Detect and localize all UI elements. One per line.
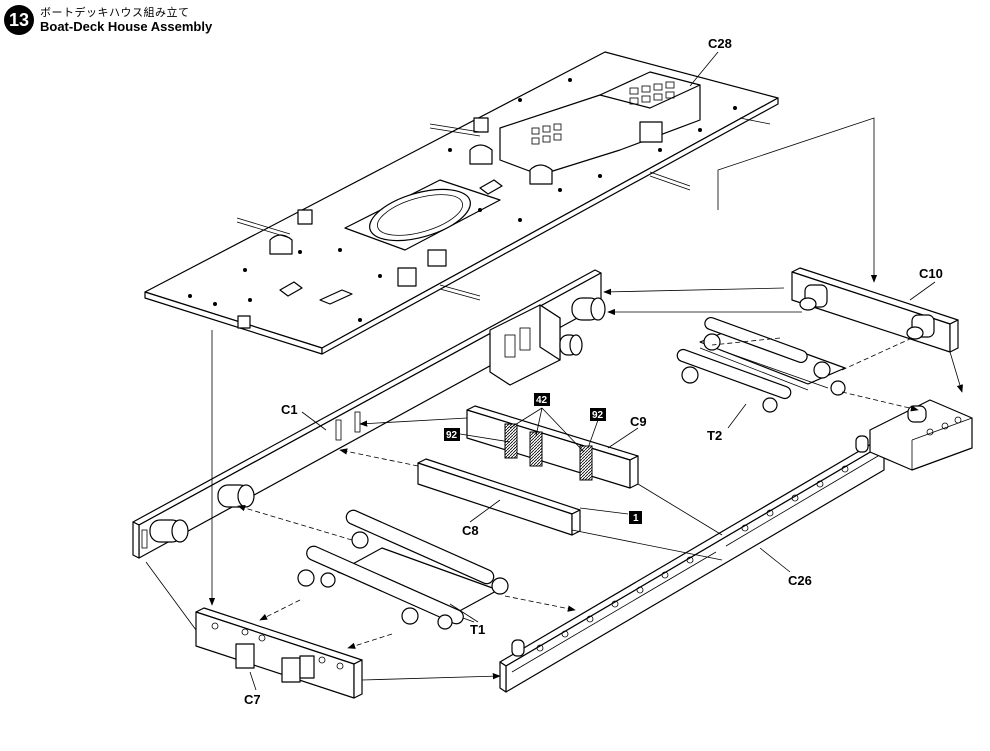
deckhouse-windows [531, 81, 675, 145]
part-c7-panel [195, 607, 363, 699]
c26-portholes [536, 416, 962, 652]
label-leaders [249, 51, 936, 691]
label-c1: C1 [281, 402, 298, 417]
part-t1-frame [297, 509, 509, 630]
step-title-japanese: ボートデッキハウス組み立て [40, 6, 190, 19]
label-c28: C28 [708, 36, 732, 51]
label-c7: C7 [244, 692, 261, 707]
paint-code-1: 1 [629, 511, 642, 524]
label-t2: T2 [707, 428, 722, 443]
instruction-header: 13 ボートデッキハウス組み立て Boat-Deck House Assembl… [0, 0, 320, 40]
part-c8-panel [417, 458, 581, 536]
part-c28-deck [144, 51, 779, 355]
label-t1: T1 [470, 622, 485, 637]
paint-code-92-right: 92 [590, 408, 606, 421]
svg-text:92: 92 [446, 430, 458, 441]
label-c26: C26 [788, 573, 812, 588]
paint-code-42: 42 [534, 393, 550, 406]
part-c1-side-wall [132, 269, 606, 559]
svg-text:42: 42 [536, 395, 548, 406]
paint-code-92-left: 92 [444, 428, 460, 441]
svg-text:1: 1 [633, 513, 639, 524]
deck-fittings [188, 78, 737, 322]
part-c10-panel [791, 267, 959, 353]
part-t2-frame [676, 316, 846, 413]
step-title-english: Boat-Deck House Assembly [40, 19, 213, 34]
assembly-arrows [145, 117, 963, 681]
label-c9: C9 [630, 414, 647, 429]
part-c26-side-wall [499, 399, 973, 693]
step-number-badge: 13 [4, 5, 34, 35]
part-c9-panel [466, 405, 639, 489]
label-c10: C10 [919, 266, 943, 281]
svg-text:92: 92 [592, 410, 604, 421]
label-c8: C8 [462, 523, 479, 538]
